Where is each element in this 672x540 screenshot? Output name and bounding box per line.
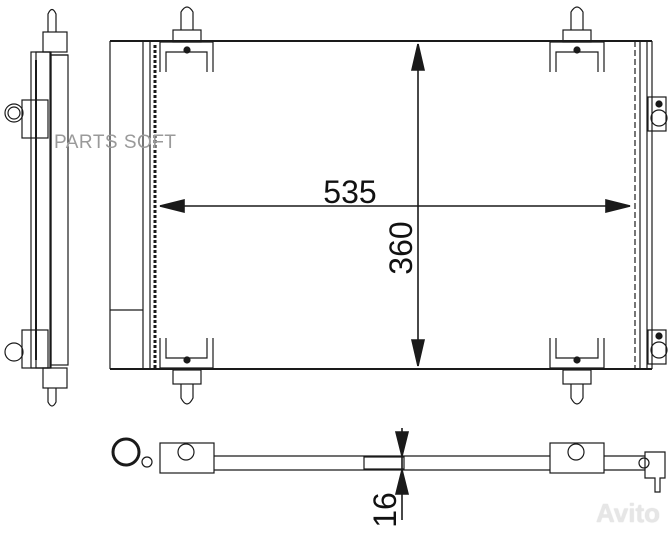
side-view bbox=[4, 8, 69, 407]
height-label: 360 bbox=[383, 221, 419, 274]
dimension-width bbox=[159, 198, 631, 214]
mounting-brackets bbox=[159, 6, 605, 405]
avito-watermark: Avito bbox=[596, 498, 661, 528]
dimension-height bbox=[410, 43, 426, 367]
depth-label: 16 bbox=[367, 492, 403, 528]
dimension-depth bbox=[394, 428, 410, 520]
bracket-bottom-left bbox=[159, 338, 214, 405]
width-label: 535 bbox=[323, 174, 376, 210]
bracket-top-left bbox=[159, 6, 214, 72]
front-view bbox=[109, 40, 668, 370]
parts-soft-watermark: PARTS SOFT bbox=[54, 132, 177, 153]
bracket-bottom-right bbox=[549, 338, 605, 405]
bracket-top-right bbox=[549, 6, 605, 72]
top-view bbox=[111, 437, 666, 493]
